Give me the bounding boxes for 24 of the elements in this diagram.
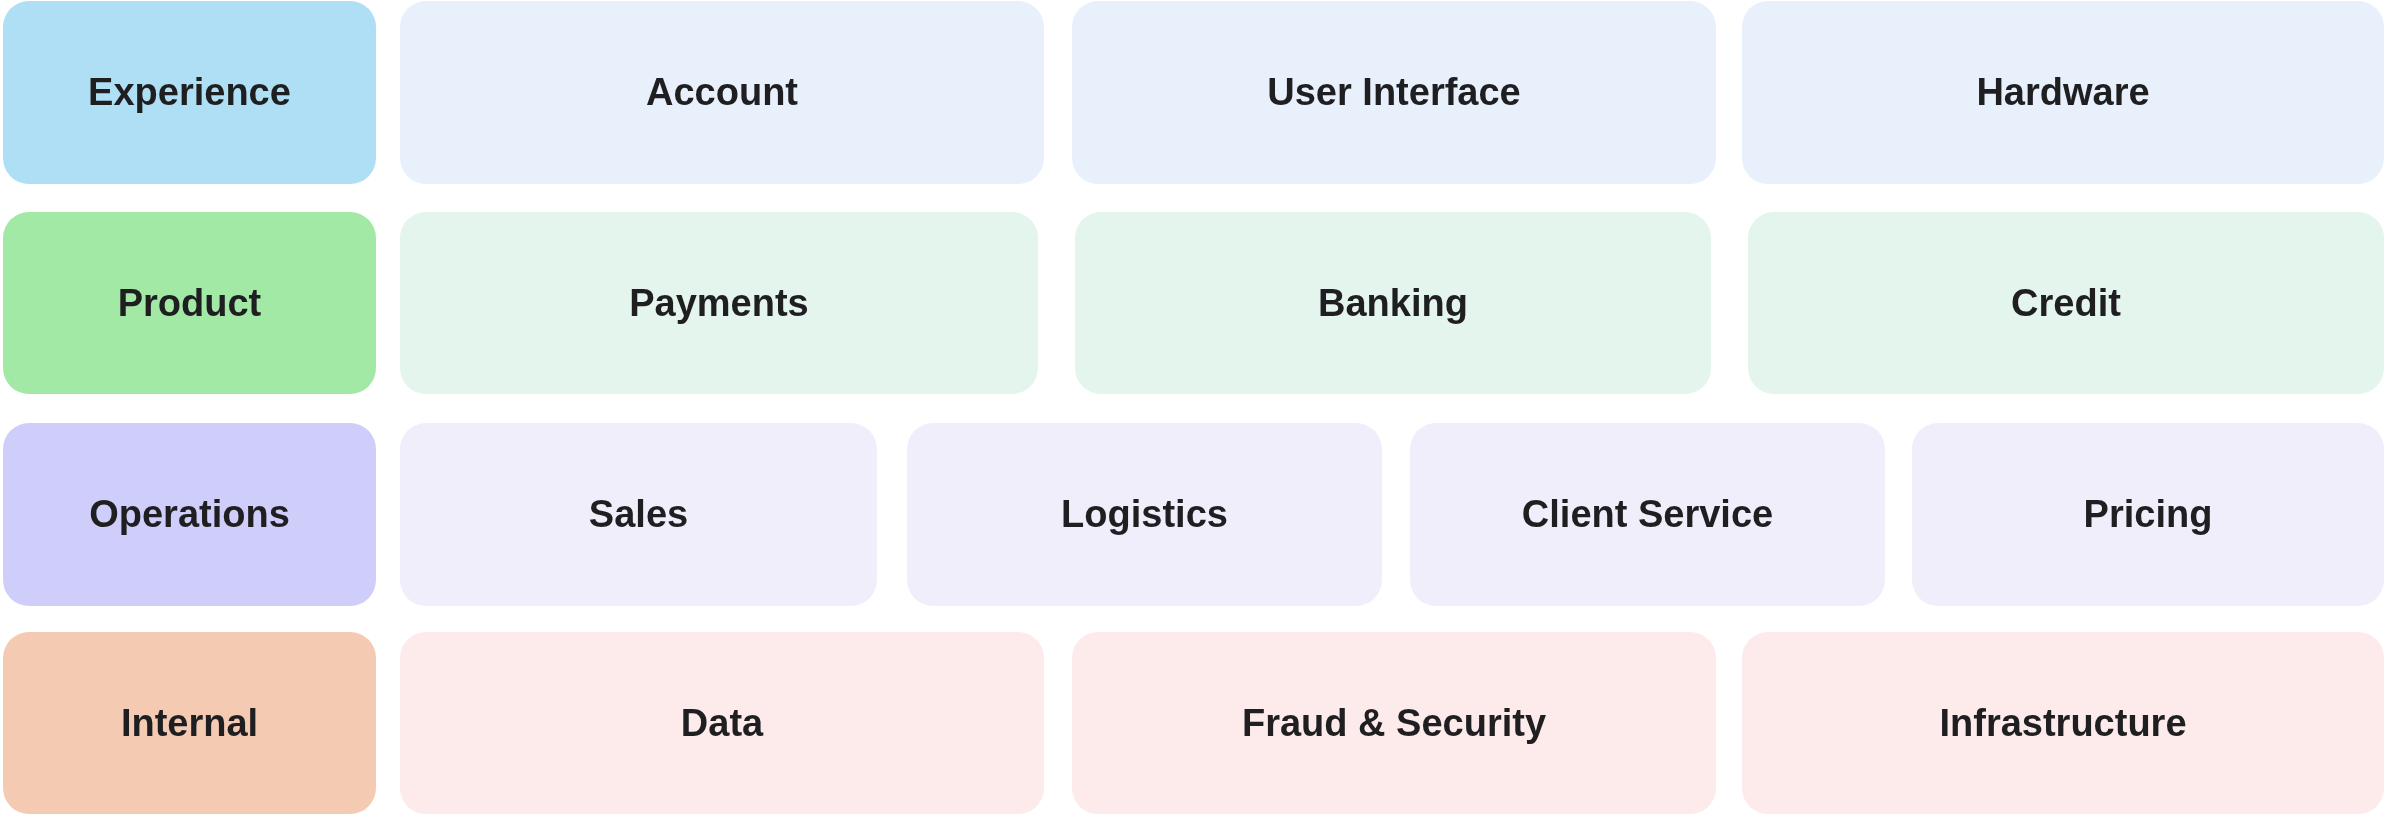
capability-label: Client Service <box>1521 493 1774 536</box>
capability-label: Data <box>680 701 764 745</box>
capability-box <box>1748 212 2384 394</box>
category-box <box>3 423 376 606</box>
category-box <box>3 212 376 394</box>
capability-label: Payments <box>629 281 809 325</box>
capability-label: Sales <box>588 493 689 536</box>
category-box <box>3 632 376 814</box>
category-box <box>3 1 376 184</box>
capability-label: Logistics <box>1061 493 1228 536</box>
capability-label: Fraud & Security <box>1241 701 1547 745</box>
category-label: Experience <box>88 71 291 114</box>
capability-box <box>400 212 1038 394</box>
capability-box <box>1075 212 1711 394</box>
category-label: Internal <box>120 701 259 745</box>
capability-label: Account <box>646 71 798 114</box>
category-label: Product <box>117 281 262 325</box>
capability-label: Banking <box>1318 281 1468 325</box>
capability-label: Hardware <box>1976 71 2150 114</box>
capability-label: Pricing <box>2083 493 2213 536</box>
capability-label: Infrastructure <box>1939 701 2187 745</box>
capability-label: User Interface <box>1267 71 1521 114</box>
category-label: Operations <box>89 493 290 536</box>
capability-label: Credit <box>2011 281 2121 325</box>
